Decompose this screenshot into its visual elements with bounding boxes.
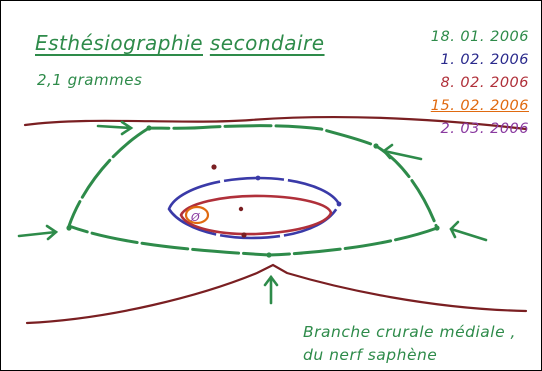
blue-marker-dot [337,202,342,207]
green-marker-dot [66,225,71,230]
red-marker-dot [241,232,246,237]
date-entry: 18. 01. 2006 [431,26,529,49]
red-marker-dot [239,207,243,211]
green-arrow-icon [98,122,131,134]
green-arrow-icon [384,145,421,159]
green-marker-dot [434,225,439,230]
red-marker-dot [211,164,216,169]
nerf-caption: Branche crurale médiale , du nerf saphèn… [303,321,516,367]
limb-lower-contour [27,265,526,323]
green-marker-dot [266,252,271,257]
green-arrow-icon [451,222,486,240]
blue-marker-dot [256,176,261,181]
date-entry: 15. 02. 2006 [431,95,529,118]
date-entry: 2. 03. 2006 [431,118,529,141]
green-marker-dot [146,125,151,130]
subtitle: 2,1 grammes [37,71,142,89]
date-legend: 18. 01. 2006 1. 02. 2006 8. 02. 2006 15.… [431,26,529,141]
purple-zero-mark: Ø [190,211,200,224]
date-entry: 1. 02. 2006 [431,49,529,72]
title-word-2: secondaire [210,31,325,55]
page-title: Esthésiographie secondaire [35,31,325,55]
green-arrow-icon [19,226,56,239]
caption-line-1: Branche crurale médiale , [303,321,516,344]
green-marker-dot [373,143,378,148]
green-arrow-icon [265,277,277,303]
caption-line-2: du nerf saphène [303,344,516,367]
date-entry: 8. 02. 2006 [431,72,529,95]
title-word-1: Esthésiographie [35,31,203,55]
green-territory-outline [69,126,437,255]
